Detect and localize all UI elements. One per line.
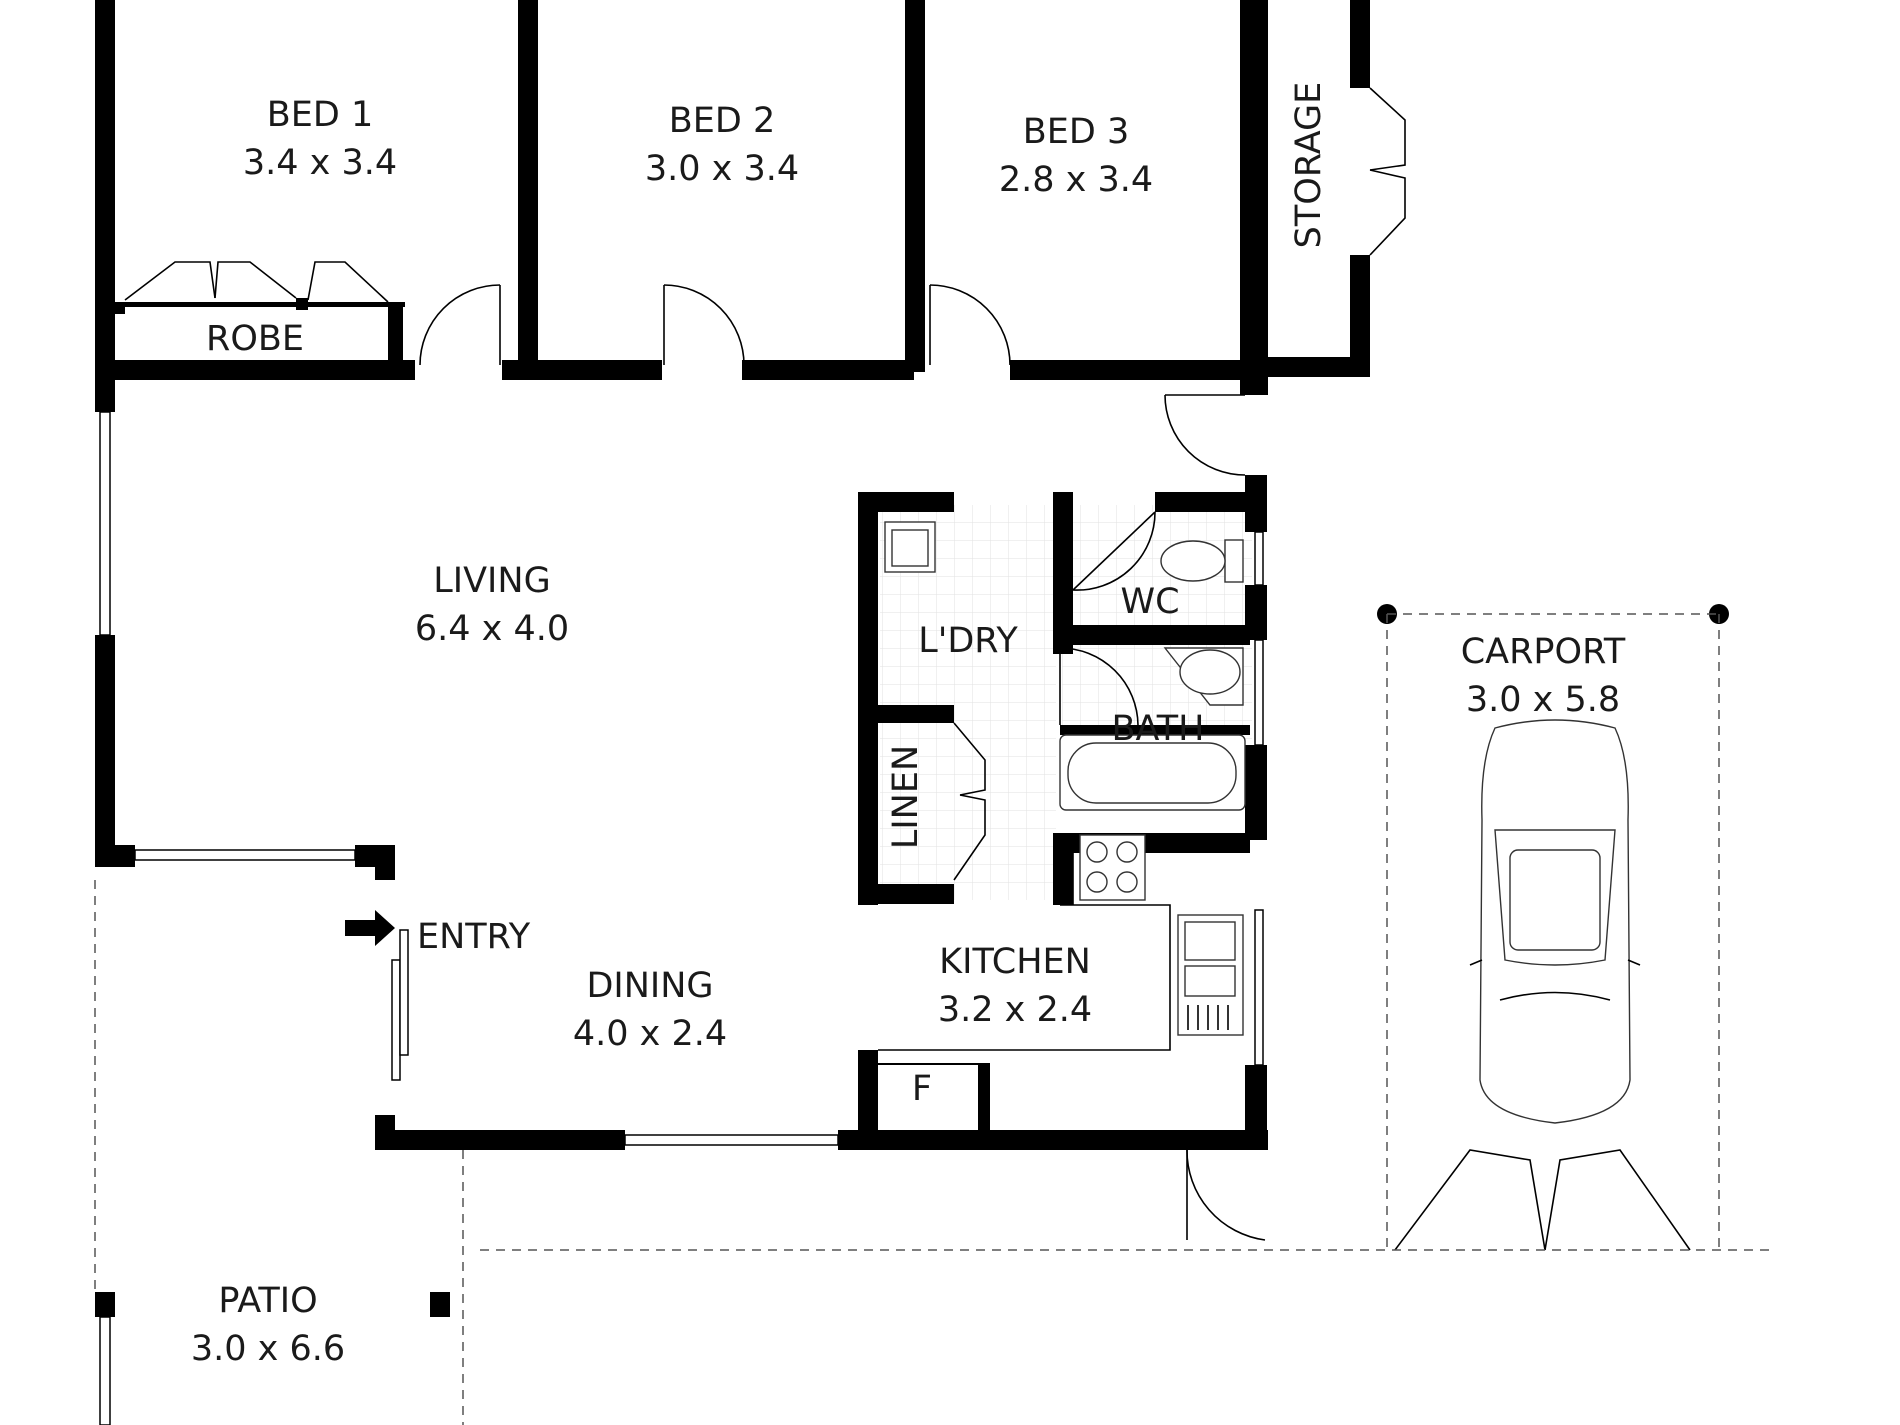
living-name: LIVING — [433, 561, 550, 601]
linen-name: LINEN — [886, 745, 926, 849]
cooktop-icon — [1079, 834, 1146, 901]
robe-name: ROBE — [206, 319, 304, 359]
storage-name: STORAGE — [1289, 82, 1329, 249]
doors — [124, 87, 1691, 1251]
walls — [95, 0, 1729, 1317]
dining-size: 4.0 x 2.4 — [573, 1014, 727, 1054]
bed3-name: BED 3 — [1023, 112, 1129, 152]
entry-name: ENTRY — [417, 917, 531, 957]
carport-name: CARPORT — [1461, 632, 1626, 672]
wc-name: WC — [1120, 582, 1179, 622]
windows — [99, 411, 1264, 1425]
basin-icon — [1163, 647, 1244, 706]
sink-icon — [1177, 914, 1244, 1036]
fridge-name: F — [912, 1069, 932, 1109]
carport-size: 3.0 x 5.8 — [1466, 680, 1620, 720]
laundry-tub-icon — [884, 521, 936, 573]
outdoor-boundaries — [94, 613, 1775, 1425]
living-size: 6.4 x 4.0 — [415, 609, 569, 649]
bed1-size: 3.4 x 3.4 — [243, 143, 397, 183]
toilet-icon — [1160, 539, 1244, 583]
patio-size: 3.0 x 6.6 — [191, 1329, 345, 1369]
kitchen-size: 3.2 x 2.4 — [938, 990, 1092, 1030]
kitchen-bench — [878, 853, 1171, 1051]
car-icon — [1469, 719, 1641, 1124]
bed2-name: BED 2 — [669, 101, 775, 141]
bed2-size: 3.0 x 3.4 — [645, 149, 799, 189]
bed1-name: BED 1 — [267, 95, 373, 135]
patio-name: PATIO — [218, 1281, 317, 1321]
bathtub-icon — [1059, 734, 1246, 811]
bed3-size: 2.8 x 3.4 — [999, 160, 1153, 200]
arrow-right-icon — [345, 910, 395, 946]
room-labels: BED 1 3.4 x 3.4 BED 2 3.0 x 3.4 BED 3 2.… — [191, 82, 1626, 1369]
dining-name: DINING — [586, 966, 713, 1006]
bath-name: BATH — [1112, 709, 1205, 749]
laundry-name: L'DRY — [918, 621, 1018, 661]
kitchen-name: KITCHEN — [939, 942, 1091, 982]
